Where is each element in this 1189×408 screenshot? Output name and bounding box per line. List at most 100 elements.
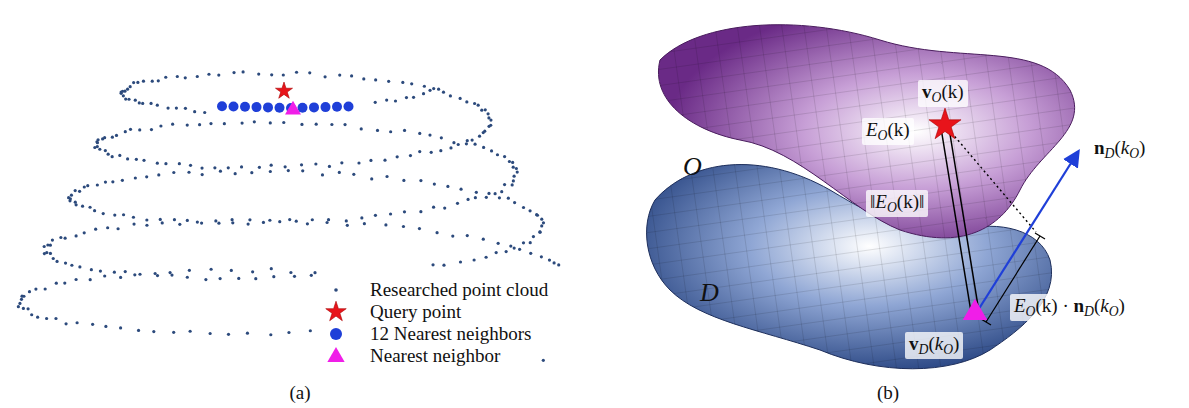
cloud-point	[104, 149, 107, 152]
cloud-point	[535, 213, 538, 216]
cloud-point	[311, 218, 314, 221]
markers	[217, 82, 987, 362]
legend-sample	[330, 328, 342, 340]
cloud-point	[22, 295, 25, 298]
cloud-point	[308, 71, 311, 74]
cloud-point	[485, 196, 488, 199]
cloud-point	[96, 183, 99, 186]
cloud-point	[465, 100, 468, 103]
cloud-point	[384, 223, 387, 226]
cloud-point	[152, 330, 155, 333]
cloud-point	[209, 332, 212, 335]
cloud-point	[137, 329, 140, 332]
cloud-point	[422, 92, 425, 95]
cloud-point	[122, 213, 125, 216]
cloud-point	[142, 159, 145, 162]
cloud-point	[159, 124, 162, 127]
cloud-point	[540, 255, 543, 258]
error-vector	[941, 128, 971, 312]
cloud-point	[78, 190, 81, 193]
cloud-point	[442, 264, 445, 267]
cloud-point	[383, 159, 386, 162]
cloud-point	[435, 231, 438, 234]
cloud-point	[210, 268, 213, 271]
cloud-point	[251, 270, 254, 273]
cloud-point	[134, 99, 137, 102]
cloud-point	[232, 71, 235, 74]
cloud-point	[123, 90, 126, 93]
cloud-point	[132, 81, 135, 84]
nearest-triangle	[285, 101, 301, 115]
cloud-point	[20, 298, 23, 301]
cloud-point	[257, 72, 260, 75]
cloud-point	[59, 236, 62, 239]
cloud-point	[480, 109, 483, 112]
cloud-point	[269, 333, 272, 336]
cloud-point	[113, 213, 116, 216]
cloud-point	[111, 155, 114, 158]
surface-o	[658, 25, 1074, 238]
cloud-point	[136, 81, 139, 84]
cloud-point	[338, 74, 341, 77]
cloud-point	[55, 260, 58, 263]
neighbor-point	[321, 102, 331, 112]
cloud-point	[471, 139, 474, 142]
cloud-point	[482, 131, 485, 134]
surface-label: D	[700, 278, 719, 308]
cloud-point	[98, 148, 101, 151]
cloud-point	[301, 169, 304, 172]
cloud-point	[515, 167, 518, 170]
cloud-point	[132, 216, 135, 219]
cloud-point	[161, 221, 164, 224]
cloud-point	[187, 171, 190, 174]
cloud-point	[509, 244, 512, 247]
cloud-point	[240, 121, 243, 124]
cloud-point	[374, 101, 377, 104]
cloud-point	[124, 130, 127, 133]
cloud-point	[484, 256, 487, 259]
cloud-point	[173, 218, 176, 221]
cloud-point	[90, 268, 93, 271]
cloud-point	[442, 91, 445, 94]
cloud-point	[129, 85, 132, 88]
neighbor-point	[252, 102, 262, 112]
cloud-point	[507, 197, 510, 200]
cloud-point	[282, 73, 285, 76]
cloud-point	[287, 169, 290, 172]
cloud-point	[253, 120, 256, 123]
cloud-point	[552, 261, 555, 264]
cloud-point	[498, 196, 501, 199]
cloud-point	[74, 189, 77, 192]
cloud-point	[482, 238, 485, 241]
cloud-point	[431, 263, 434, 266]
cloud-point	[403, 210, 406, 213]
cloud-point	[141, 102, 144, 105]
cloud-point	[288, 218, 291, 221]
cloud-point	[513, 175, 516, 178]
cloud-point	[522, 241, 525, 244]
cloud-point	[473, 102, 476, 105]
cloud-point	[178, 223, 181, 226]
cloud-point	[437, 88, 440, 91]
cloud-point	[419, 210, 422, 213]
cloud-point	[164, 76, 167, 79]
cloud-point	[17, 305, 20, 308]
cloud-point	[439, 149, 442, 152]
legend-label: Query point	[370, 301, 461, 323]
cloud-point	[443, 206, 446, 209]
cloud-point	[284, 165, 287, 168]
cloud-point	[394, 99, 397, 102]
cloud-point	[227, 166, 230, 169]
cloud-point	[52, 257, 55, 260]
cloud-point	[457, 143, 460, 146]
neighbor-point	[332, 102, 342, 112]
cloud-point	[423, 85, 426, 88]
cloud-point	[385, 98, 388, 101]
cloud-point	[121, 179, 124, 182]
cloud-point	[145, 218, 148, 221]
cloud-point	[204, 278, 207, 281]
cloud-point	[402, 225, 405, 228]
cloud-point	[466, 198, 469, 201]
cloud-point	[370, 177, 373, 180]
cloud-point	[529, 252, 532, 255]
